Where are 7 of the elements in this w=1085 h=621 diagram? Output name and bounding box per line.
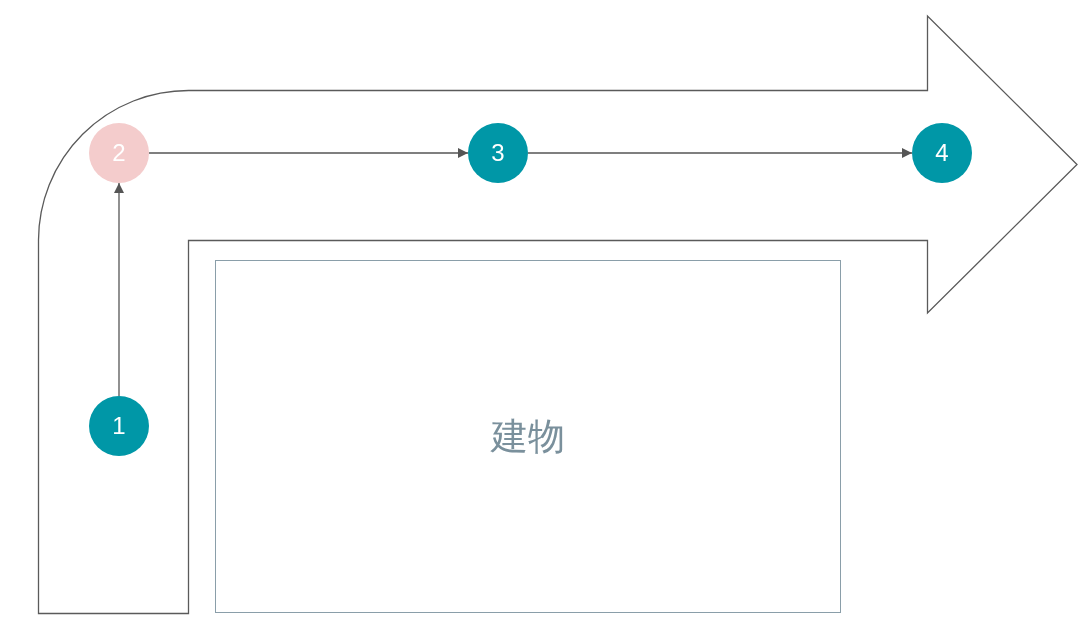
- building-box: 建物: [215, 260, 841, 613]
- numbered-circle: 3: [468, 123, 528, 183]
- arrow: [114, 182, 124, 397]
- numbered-circle: 4: [912, 123, 972, 183]
- numbered-circle: 1: [89, 396, 149, 456]
- arrow: [527, 148, 913, 158]
- arrow: [148, 148, 469, 158]
